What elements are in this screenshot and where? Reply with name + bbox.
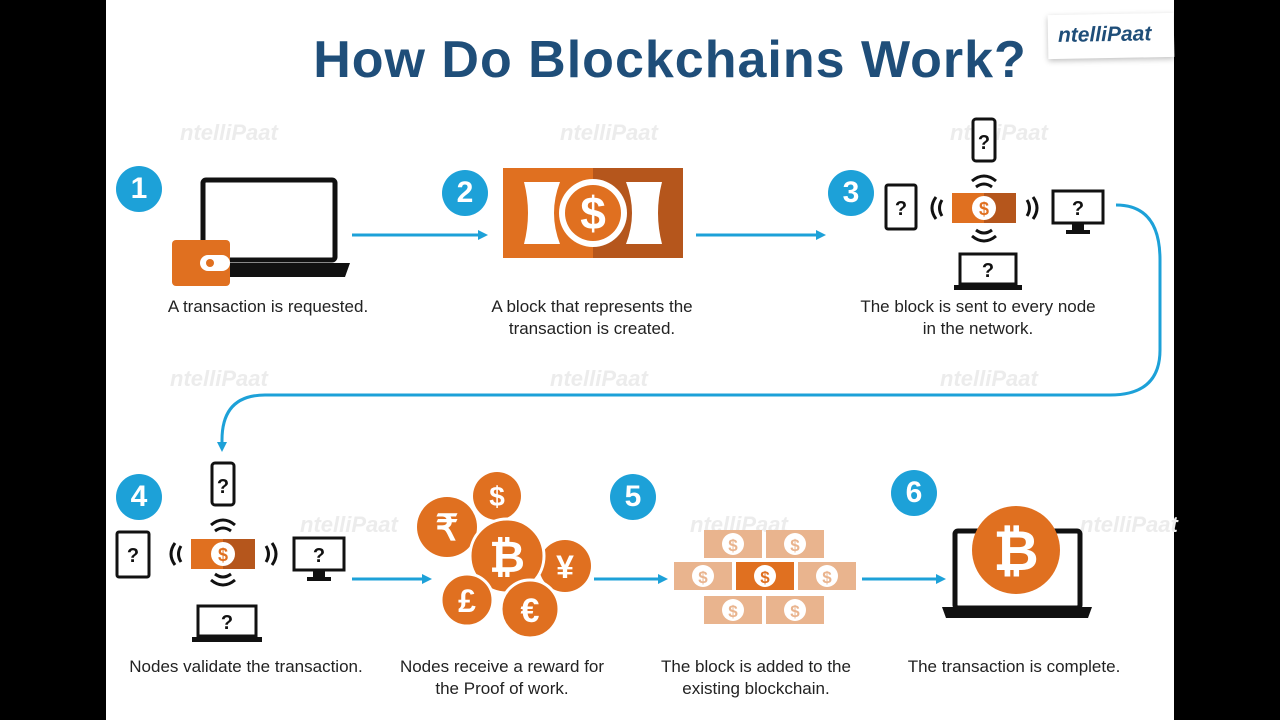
rupee-coin-icon: ₹ [417,497,477,557]
wallet-icon [172,240,230,286]
phone-icon: ? [210,461,236,507]
svg-text:₿: ₿ [489,533,525,582]
step-3-badge: 3 [828,170,874,216]
arrow-3-to-4 [217,203,1162,452]
reward-caption: Nodes receive a reward for the Proof of … [399,657,605,698]
watermark: ntelliPaat [950,120,1048,145]
svg-text:?: ? [127,545,139,567]
watermark: ntelliPaat [940,366,1038,391]
dollar-sign: $ [760,568,770,587]
step-6-caption: The transaction is complete. [907,657,1121,676]
page-title: How Do Blockchains Work? [313,31,1027,89]
step-6-badge: 6 [891,470,937,516]
block-bill-icon: $ [674,562,732,590]
wifi-icon [930,174,1039,243]
blockchain-stack-icon: $ $ $ $ $ $ $ [674,530,856,624]
watermark: ntelliPaat [550,366,648,391]
euro-coin-icon: € [499,578,561,640]
step-2-badge: 2 [442,170,488,216]
network-validate-icon: ? $ ? ? [115,461,346,642]
network-icon: ? $ ? ? [884,117,1105,290]
svg-text:?: ? [895,198,907,220]
laptop-bitcoin-icon: ₿ [942,506,1092,618]
svg-text:$: $ [489,481,505,512]
watermark: ntelliPaat [1080,512,1178,537]
bitcoin-coin-icon: ₿ [468,517,546,595]
watermark: ntelliPaat [170,366,268,391]
dollar-sign: $ [580,187,606,239]
svg-text:?: ? [217,476,229,498]
svg-text:€: € [521,592,540,630]
svg-text:$: $ [218,545,228,565]
svg-text:?: ? [1072,198,1084,220]
svg-text:?: ? [982,260,994,282]
svg-text:?: ? [221,612,233,634]
step-1-badge: 1 [116,166,162,212]
yen-coin-icon: ¥ [539,540,591,592]
phone-icon: ? [971,117,997,163]
pound-coin-icon: £ [439,572,495,628]
laptop-icon: ? [192,604,262,642]
svg-text:$: $ [979,199,989,219]
svg-text:¥: ¥ [556,549,574,585]
svg-text:₿: ₿ [993,519,1039,582]
block-bill-icon: $ [798,562,856,590]
watermark: ntelliPaat [300,512,398,537]
wifi-icon [169,518,278,587]
block-bill-icon: $ [766,530,824,558]
block-bill-icon: $ [704,530,762,558]
step-4-badge: 4 [116,474,162,520]
small-banknote-icon: $ [191,539,255,569]
svg-text:?: ? [313,545,325,567]
watermark: ntelliPaat [180,120,278,145]
dollar-sign: $ [698,568,708,587]
block-bill-icon: $ [736,562,794,590]
step-5-caption: The block is added to the existing block… [661,657,851,698]
svg-text:£: £ [458,583,476,619]
svg-text:₹: ₹ [436,507,459,548]
step-2-caption: A block that represents the transaction … [491,297,693,338]
laptop-icon [190,177,350,277]
step-1-caption: A transaction is requested. [167,297,369,316]
watermark: ntelliPaat [560,120,658,145]
dollar-sign: $ [790,536,800,555]
tablet-icon: ? [115,530,151,579]
monitor-icon: ? [1051,189,1105,234]
dollar-sign: $ [728,536,738,555]
tablet-icon: ? [884,183,918,231]
dollar-sign: $ [822,568,832,587]
small-banknote-icon: $ [952,193,1016,223]
step-5-badge: 5 [610,474,656,520]
step-3-caption: The block is sent to every node in the n… [860,297,1096,338]
reward-coins-icon: $ ₹ ¥ ₿ £ € [417,472,591,640]
dollar-sign: $ [728,602,738,621]
block-bill-icon: $ [766,596,824,624]
dollar-coin-icon: $ [473,472,521,520]
svg-text:?: ? [978,132,990,154]
monitor-icon: ? [292,536,346,581]
dollar-sign: $ [790,602,800,621]
laptop-icon: ? [954,252,1022,290]
block-bill-icon: $ [704,596,762,624]
step-4-caption: Nodes validate the transaction. [129,657,363,676]
banknote-icon: $ [503,168,683,258]
